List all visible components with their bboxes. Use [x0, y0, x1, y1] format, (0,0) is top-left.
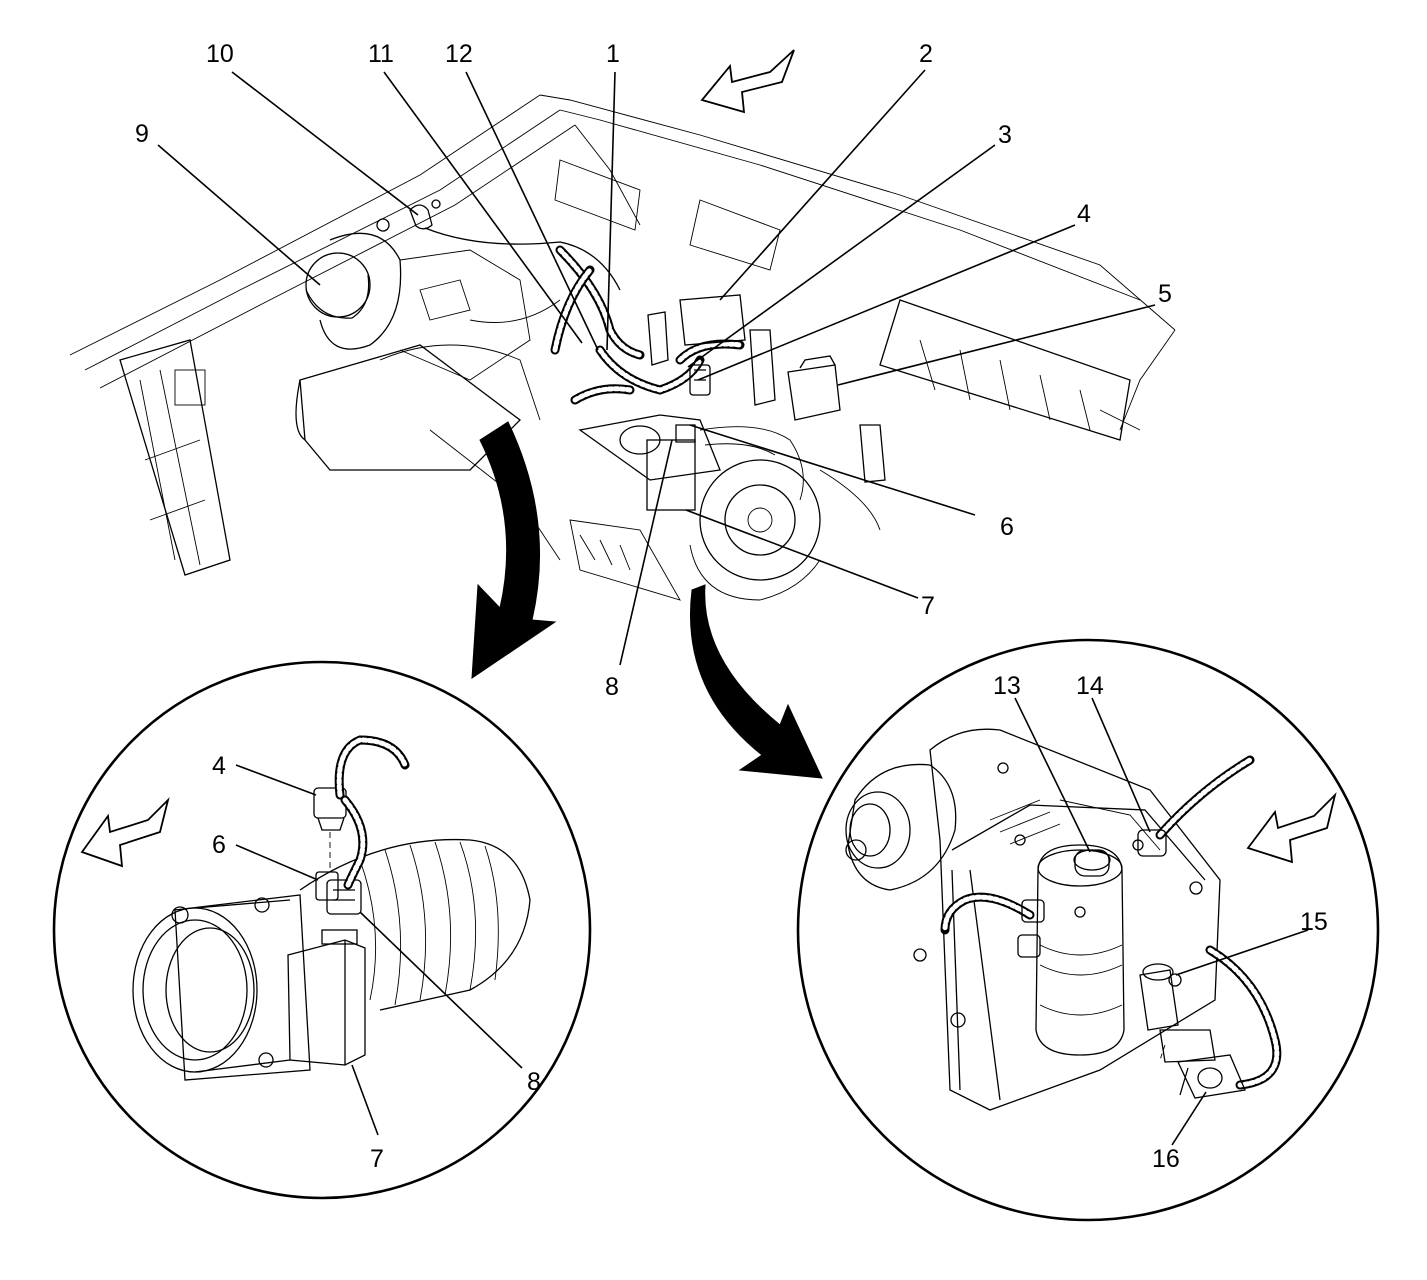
zoom-arrow-icon [471, 421, 557, 679]
callout-6-detail: 6 [212, 831, 226, 859]
callout-4: 4 [1077, 200, 1091, 228]
callout-5: 5 [1158, 280, 1172, 308]
callout-4-detail: 4 [212, 752, 226, 780]
callout-7-detail: 7 [370, 1145, 384, 1173]
callout-2: 2 [919, 40, 933, 68]
leader-lines-right [1014, 697, 1309, 1146]
detail-view-left [52, 660, 592, 1200]
forward-direction-arrow-icon [700, 49, 795, 114]
callout-3: 3 [998, 121, 1012, 149]
callout-7: 7 [921, 592, 935, 620]
forward-direction-arrow-icon [1246, 792, 1337, 864]
callout-10: 10 [206, 40, 234, 68]
callout-6: 6 [1000, 513, 1014, 541]
callouts-left: 4 6 8 7 [212, 752, 541, 1173]
leader-lines-left [235, 764, 523, 1136]
callout-11: 11 [368, 40, 394, 68]
callout-8: 8 [605, 673, 619, 701]
callout-13: 13 [993, 672, 1021, 700]
callout-14: 14 [1076, 672, 1104, 700]
zoom-arrow-icon [689, 584, 823, 779]
callout-16: 16 [1152, 1145, 1180, 1173]
callouts-main: 1 2 3 4 5 6 7 8 9 10 11 12 [135, 40, 1172, 701]
leader-lines-main [157, 69, 1156, 666]
callout-1: 1 [606, 40, 620, 68]
callout-15: 15 [1300, 908, 1328, 936]
engine-compartment-view [69, 94, 1176, 601]
detail-view-right [796, 638, 1380, 1222]
callout-12: 12 [445, 40, 473, 68]
callout-8-detail: 8 [527, 1068, 541, 1096]
callout-9: 9 [135, 120, 149, 148]
callouts-right: 13 14 15 16 [993, 672, 1328, 1173]
forward-direction-arrow-icon [80, 797, 170, 868]
